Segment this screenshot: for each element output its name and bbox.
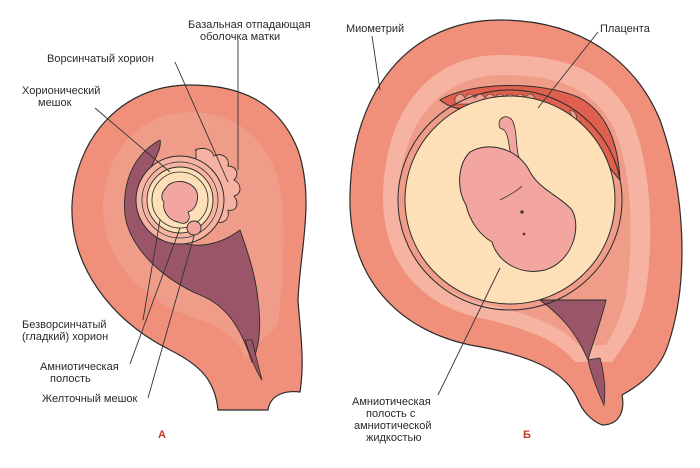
- fetus-eye: [520, 210, 524, 214]
- fetus-mouth: [522, 232, 526, 236]
- label-smooth-chorion-line2: (гладкий) хорион: [22, 331, 108, 343]
- label-amniotic-fluid-line1: Амниотическая: [352, 396, 431, 408]
- leader-placenta: [537, 31, 599, 109]
- label-myometrium: Миометрий: [346, 23, 404, 35]
- label-amniotic-fluid-line2: полость с: [366, 408, 416, 420]
- smooth-chorion-ring: [141, 161, 219, 239]
- panel-a: Базальная отпадающая оболочка матки Ворс…: [22, 19, 311, 441]
- label-smooth-chorion-line1: Безворсинчатый: [22, 319, 107, 331]
- fetus: [459, 146, 577, 272]
- umbilical-cord: [498, 116, 521, 165]
- early-embryo: [161, 181, 199, 224]
- label-villous-chorion: Ворсинчатый хорион: [47, 53, 154, 65]
- label-amniotic-fluid-line4: жидкостью: [366, 432, 422, 444]
- label-basal-decidua-line2: оболочка матки: [200, 31, 280, 43]
- leader-yolk-sac: [147, 235, 195, 399]
- label-amniotic-cavity-line1: Амниотическая: [40, 361, 119, 373]
- label-placenta: Плацента: [600, 23, 651, 35]
- cervical-canal-a: [244, 339, 263, 381]
- label-chorionic-sac-line2: мешок: [38, 97, 72, 109]
- leader-myometrium: [371, 35, 381, 91]
- label-amniotic-cavity-line2: полость: [50, 373, 91, 385]
- panel-letter-b: Б: [523, 429, 531, 441]
- panel-b: Миометрий Плацента Амниотическая полость…: [346, 19, 683, 444]
- amniotic-sac-outer: [397, 89, 623, 311]
- panel-letter-a: А: [158, 429, 166, 441]
- label-chorionic-sac-line1: Хорионический: [22, 85, 100, 97]
- leader-villous-chorion: [174, 61, 229, 183]
- leader-amniotic-fluid: [437, 267, 501, 396]
- leader-chorionic-sac: [94, 107, 171, 173]
- fetus-arm: [499, 185, 523, 201]
- leader-smooth-chorion: [142, 219, 161, 321]
- cervical-canal-b: [587, 357, 606, 407]
- label-amniotic-fluid-line3: амниотической: [354, 420, 432, 432]
- label-basal-decidua-line1: Базальная отпадающая: [188, 19, 311, 31]
- label-yolk-sac: Желточный мешок: [42, 393, 138, 405]
- leader-amniotic-cavity: [129, 227, 181, 365]
- yolk-sac: [186, 220, 202, 236]
